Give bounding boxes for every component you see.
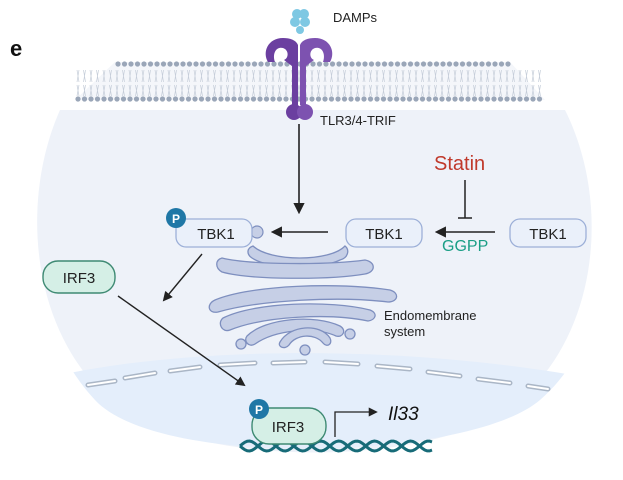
ggpp-label: GGPP [442, 238, 488, 255]
svg-text:TBK1: TBK1 [197, 226, 235, 243]
svg-text:IRF3: IRF3 [272, 419, 305, 436]
statin-label: Statin [434, 153, 485, 175]
irf3-cytosolic: IRF3 [42, 260, 116, 294]
tbk1-membrane: TBK1 [345, 218, 423, 248]
svg-text:IRF3: IRF3 [63, 270, 96, 287]
svg-text:P: P [255, 403, 263, 417]
tbk1-to-irf3-arrow [162, 253, 203, 302]
transcription-start-arrow [334, 407, 378, 437]
svg-text:TBK1: TBK1 [365, 226, 403, 243]
irf3-nuclear-translocation-arrow [117, 295, 246, 387]
nucleus [60, 353, 600, 449]
phospho-badge-irf3: P [249, 399, 269, 419]
svg-text:TBK1: TBK1 [529, 226, 567, 243]
tbk1-phosphorylated: TBK1 [175, 218, 253, 248]
vesicle [250, 225, 264, 239]
svg-text:P: P [172, 212, 180, 226]
damps-label: DAMPs [333, 10, 378, 25]
damps-ligand-icon [290, 9, 310, 34]
endomembrane-label-line2: system [384, 324, 425, 339]
plasma-membrane [75, 61, 545, 102]
irf3-nuclear: IRF3 [251, 407, 327, 445]
endomembrane-label-line1: Endomembrane [384, 308, 477, 323]
tbk1-unmodified: TBK1 [509, 218, 587, 248]
phospho-badge-tbk1: P [166, 208, 186, 228]
panel-label: e [10, 36, 22, 61]
gene-label-il33: Il33 [388, 404, 419, 425]
receptor-label: TLR3/4-TRIF [320, 113, 396, 128]
endomembrane-system-icon [208, 245, 398, 356]
tlr-receptor-icon [265, 38, 333, 120]
